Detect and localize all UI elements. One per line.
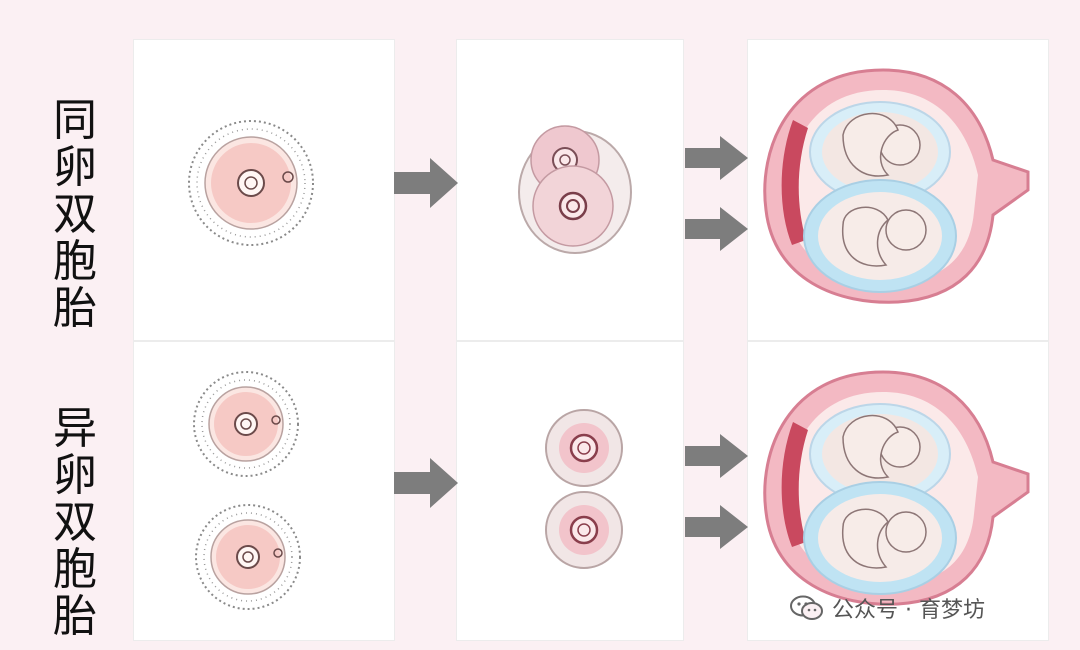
label-char: 同 bbox=[53, 95, 97, 146]
uterus-twins-illustration bbox=[763, 370, 1030, 606]
panel-single-egg bbox=[134, 40, 394, 340]
fertilized-egg-illustration bbox=[188, 120, 314, 246]
label-char: 卵 bbox=[53, 450, 97, 501]
label-char: 胎 bbox=[53, 283, 97, 334]
watermark-text: 公众号 · 育梦坊 bbox=[832, 598, 985, 623]
label-char: 双 bbox=[53, 497, 97, 548]
panel-twin-fetuses bbox=[748, 40, 1048, 340]
label-char: 胞 bbox=[53, 236, 97, 287]
embryo-illustration bbox=[545, 491, 623, 569]
arrow-right-icon bbox=[685, 207, 748, 251]
splitting-embryo-illustration bbox=[518, 125, 632, 254]
arrow-right-icon bbox=[394, 158, 458, 208]
uterus-twins-illustration bbox=[763, 68, 1030, 304]
watermark: 公众号 · 育梦坊 bbox=[790, 592, 985, 624]
egg-illustration bbox=[193, 371, 299, 477]
embryo-illustration bbox=[545, 409, 623, 487]
egg-illustration bbox=[195, 504, 301, 610]
wechat-icon bbox=[790, 595, 823, 620]
label-char: 胞 bbox=[53, 544, 97, 595]
label-char: 卵 bbox=[53, 142, 97, 193]
panel-splitting-embryo bbox=[457, 40, 683, 340]
arrow-right-icon bbox=[685, 505, 748, 549]
label-char: 异 bbox=[53, 403, 97, 454]
arrow-right-icon bbox=[394, 458, 458, 508]
panel-two-eggs bbox=[134, 342, 394, 640]
panel-twin-fetuses-fraternal bbox=[748, 342, 1048, 640]
label-char: 胎 bbox=[53, 591, 97, 642]
arrow-right-icon bbox=[685, 136, 748, 180]
arrow-right-icon bbox=[685, 434, 748, 478]
label-identical-twins: 同 卵 双 胞 胎 bbox=[40, 97, 110, 332]
label-fraternal-twins: 异 卵 双 胞 胎 bbox=[40, 405, 110, 640]
panel-two-embryos bbox=[457, 342, 683, 640]
label-char: 双 bbox=[53, 189, 97, 240]
